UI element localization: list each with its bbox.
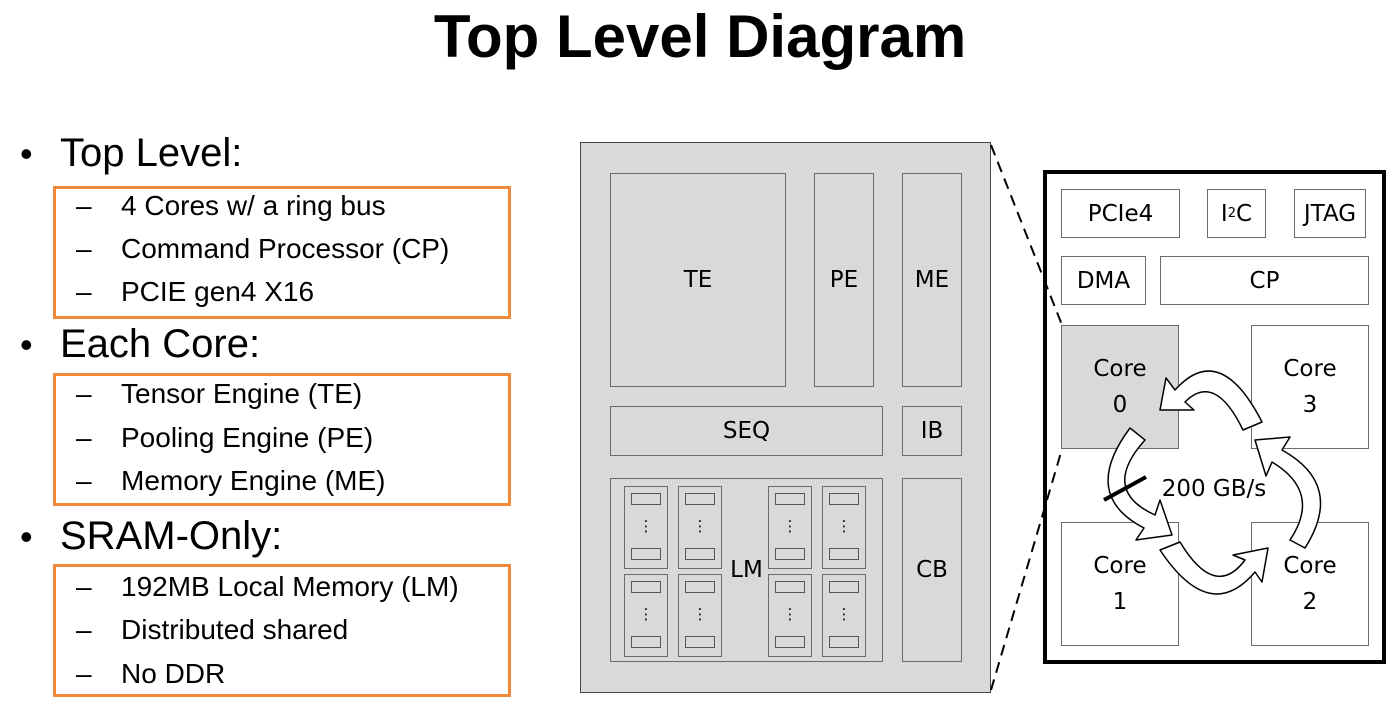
sequencer-block: SEQ [610, 406, 883, 456]
section-heading-sram-only: • SRAM-Only: [20, 513, 282, 560]
ring-arrow-right-icon [1254, 436, 1322, 549]
dots-icon: ⋮ [692, 605, 708, 623]
memory-bank: ⋮ [678, 574, 722, 657]
core-label: Core [1093, 356, 1147, 382]
ib-block: IB [902, 406, 962, 456]
dots-icon: ⋮ [638, 605, 654, 623]
each-core-box: –Tensor Engine (TE) –Pooling Engine (PE)… [53, 373, 511, 506]
ring-arrow-bottom-icon [1159, 541, 1269, 595]
tensor-engine-block: TE [610, 173, 786, 387]
list-item: –PCIE gen4 X16 [76, 276, 314, 308]
section-heading-text: Each Core: [60, 322, 261, 366]
core-number: 3 [1302, 392, 1318, 418]
page-title: Top Level Diagram [433, 3, 967, 70]
dash-icon: – [76, 614, 92, 645]
dash-icon: – [76, 233, 92, 264]
list-item: –Memory Engine (ME) [76, 465, 386, 497]
i2c-label: I [1220, 200, 1228, 227]
list-item: –Pooling Engine (PE) [76, 422, 373, 454]
dash-icon: – [76, 276, 92, 307]
section-heading-text: Top Level: [60, 131, 243, 175]
pooling-engine-block: PE [814, 173, 874, 387]
list-item: –4 Cores w/ a ring bus [76, 190, 386, 222]
dots-icon: ⋮ [692, 517, 708, 535]
dash-icon: – [76, 571, 92, 602]
core-2-block: Core 2 [1251, 522, 1369, 646]
dash-icon: – [76, 422, 92, 453]
section-heading-top-level: • Top Level: [20, 130, 242, 177]
core-3-block: Core 3 [1251, 325, 1369, 449]
dash-icon: – [76, 378, 92, 409]
memory-bank: ⋮ [624, 486, 668, 569]
dots-icon: ⋮ [836, 605, 852, 623]
list-item: –Command Processor (CP) [76, 233, 449, 265]
dots-icon: ⋮ [638, 517, 654, 535]
list-item: –Tensor Engine (TE) [76, 378, 362, 410]
list-item-text: Tensor Engine (TE) [121, 378, 363, 409]
core-number: 1 [1112, 589, 1128, 615]
dots-icon: ⋮ [836, 517, 852, 535]
sram-only-box: –192MB Local Memory (LM) –Distributed sh… [53, 564, 511, 697]
cb-block: CB [902, 478, 962, 662]
ring-arrow-top-icon [1159, 370, 1263, 431]
bullet-icon: • [20, 133, 33, 174]
section-heading-text: SRAM-Only: [60, 514, 283, 558]
zoom-connector-top [990, 144, 1063, 326]
memory-bank: ⋮ [624, 574, 668, 657]
bandwidth-label: 200 GB/s [1161, 476, 1267, 502]
list-item-text: Pooling Engine (PE) [121, 422, 374, 453]
core-1-block: Core 1 [1061, 522, 1179, 646]
bullet-icon: • [20, 324, 33, 365]
core-0-block: Core 0 [1061, 325, 1179, 449]
dma-block: DMA [1061, 256, 1146, 305]
core-label: Core [1283, 553, 1337, 579]
core-label: Core [1093, 553, 1147, 579]
dots-icon: ⋮ [782, 517, 798, 535]
list-item: –Distributed shared [76, 614, 348, 646]
memory-bank: ⋮ [678, 486, 722, 569]
list-item-text: PCIE gen4 X16 [121, 276, 315, 307]
dash-icon: – [76, 465, 92, 496]
section-heading-each-core: • Each Core: [20, 321, 260, 368]
top-level-box: –4 Cores w/ a ring bus –Command Processo… [53, 186, 511, 319]
list-item-text: 192MB Local Memory (LM) [121, 571, 459, 602]
memory-engine-block: ME [902, 173, 962, 387]
pcie-block: PCIe4 [1061, 189, 1180, 238]
bandwidth-slash [1103, 475, 1147, 502]
list-item-text: No DDR [121, 658, 226, 689]
jtag-block: JTAG [1294, 189, 1366, 238]
i2c-label-tail: C [1236, 200, 1253, 227]
list-item: –192MB Local Memory (LM) [76, 571, 459, 603]
lm-label: LM [730, 557, 763, 583]
list-item: –No DDR [76, 658, 225, 690]
memory-bank: ⋮ [768, 486, 812, 569]
memory-bank: ⋮ [822, 486, 866, 569]
list-item-text: Distributed shared [121, 614, 349, 645]
dash-icon: – [76, 190, 92, 221]
core-number: 2 [1302, 589, 1318, 615]
list-item-text: Command Processor (CP) [121, 233, 450, 264]
memory-bank: ⋮ [822, 574, 866, 657]
zoom-connector-bottom [990, 448, 1063, 691]
list-item-text: 4 Cores w/ a ring bus [121, 190, 386, 221]
core-label: Core [1283, 356, 1337, 382]
i2c-superscript: 2 [1227, 206, 1236, 221]
dash-icon: – [76, 658, 92, 689]
command-processor-block: CP [1160, 256, 1369, 305]
ring-arrow-left-icon [1107, 427, 1173, 541]
memory-bank: ⋮ [768, 574, 812, 657]
core-number: 0 [1112, 392, 1128, 418]
bullet-icon: • [20, 516, 33, 557]
list-item-text: Memory Engine (ME) [121, 465, 386, 496]
dots-icon: ⋮ [782, 605, 798, 623]
